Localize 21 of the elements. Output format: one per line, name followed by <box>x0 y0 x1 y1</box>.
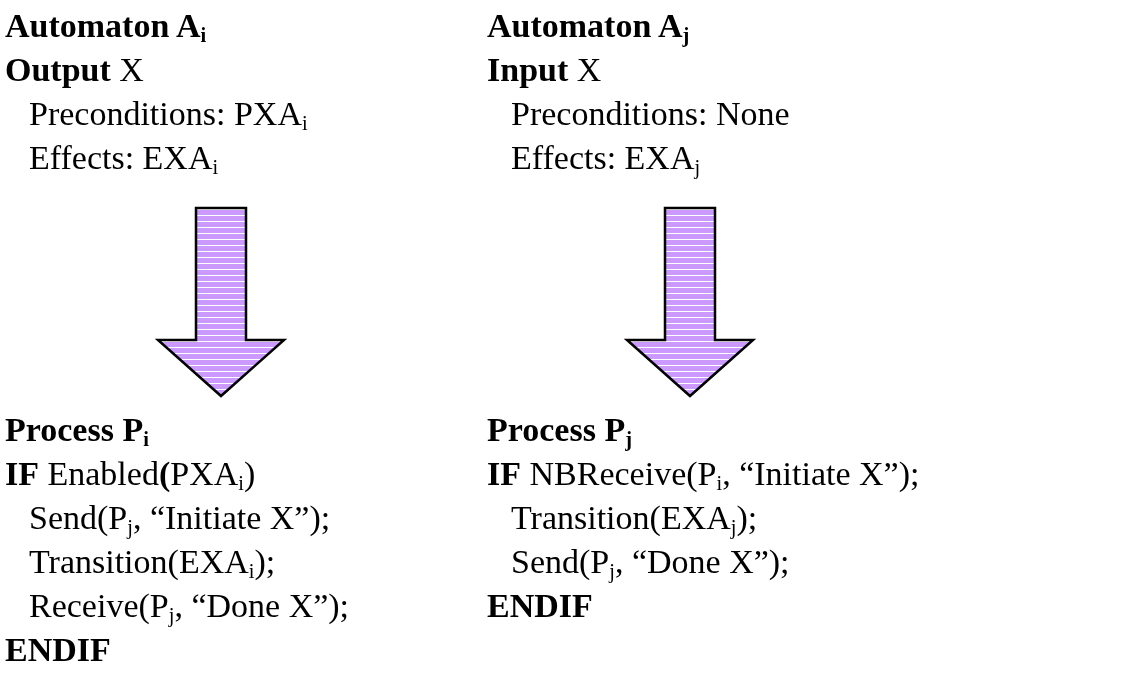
code-line: Output X <box>5 50 144 90</box>
code-line: Send(P$_{j}$, “Initiate X”); <box>28 498 331 540</box>
code-line: Preconditions: None <box>510 94 790 134</box>
code-line: Transition(EXA$_{i}$); <box>28 542 276 584</box>
keyword: ENDIF <box>487 586 593 626</box>
code-line: IF NBReceive(P$_{i}$, “Initiate X”); <box>487 454 920 496</box>
block-arrow <box>623 206 757 398</box>
code-line: Receive(P$_{j}$, “Done X”); <box>28 586 350 628</box>
code-line: Effects: EXA$_{j}$ <box>510 138 701 180</box>
code-line: Send(P$_{j}$, “Done X”); <box>510 542 790 584</box>
keyword: ENDIF <box>5 630 111 670</box>
heading: Process P$_{j}$ <box>487 410 632 452</box>
heading: Automaton A$_{i}$ <box>5 6 207 48</box>
heading: Automaton A$_{j}$ <box>487 6 690 48</box>
block-arrow <box>154 206 288 398</box>
code-line: Input X <box>487 50 602 90</box>
code-line: Transition(EXA$_{j}$); <box>510 498 758 540</box>
code-line: IF Enabled(PXA$_{i}$) <box>5 454 256 496</box>
heading: Process P$_{i}$ <box>5 410 149 452</box>
code-line: Preconditions: PXA$_{i}$ <box>28 94 308 136</box>
code-line: Effects: EXA$_{i}$ <box>28 138 219 180</box>
